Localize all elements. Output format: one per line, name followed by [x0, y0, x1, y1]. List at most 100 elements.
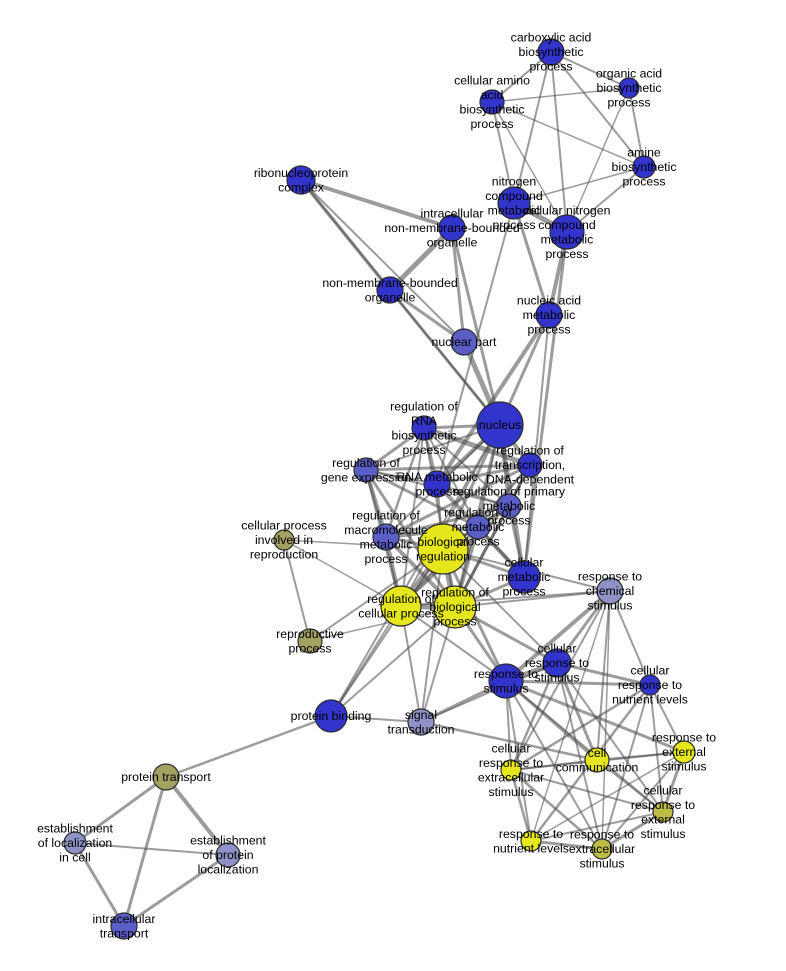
node-nucleus[interactable] [476, 401, 524, 449]
node-circle-reproductive-process[interactable] [297, 628, 323, 654]
node-cellular-process-involved-in-reproduction[interactable] [273, 529, 295, 551]
edge-regulation-of-transcription-dna-dependent--regulation-of-macromolecule-metabolic-process [384, 463, 532, 539]
node-circle-rna-metabolic-process[interactable] [423, 470, 451, 498]
node-reproductive-process[interactable] [297, 628, 323, 654]
edge-cell-communication--cellular-response-to-external-stimulus [596, 759, 664, 813]
node-circle-nucleus[interactable] [476, 401, 524, 449]
node-nucleic-acid-metabolic-process[interactable] [535, 301, 563, 329]
node-response-to-nutrient-levels[interactable] [520, 830, 542, 852]
node-circle-response-to-nutrient-levels[interactable] [520, 830, 542, 852]
node-regulation-of-metabolic-process[interactable] [465, 514, 491, 540]
edge-signal-transduction--cell-communication [419, 720, 599, 762]
node-circle-response-to-chemical-stimulus[interactable] [596, 577, 624, 605]
node-signal-transduction[interactable] [407, 708, 435, 736]
edge-organic-acid-biosynthetic-process--cellular-nitrogen-compound-metabolic-process [566, 87, 630, 233]
node-non-membrane-bounded-organelle[interactable] [376, 276, 404, 304]
node-cellular-response-to-external-stimulus[interactable] [652, 801, 674, 823]
node-circle-nitrogen-compound-metabolic-process[interactable] [497, 186, 531, 220]
node-regulation-of-primary-metabolic-process[interactable] [496, 493, 522, 519]
node-response-to-external-stimulus[interactable] [672, 740, 696, 764]
node-regulation-of-transcription-dna-dependent[interactable] [517, 452, 543, 478]
node-circle-establishment-of-protein-localization[interactable] [215, 842, 241, 868]
node-regulation-of-gene-expression[interactable] [353, 457, 379, 483]
node-circle-regulation-of-macromolecule-metabolic-process[interactable] [372, 523, 400, 551]
node-circle-response-to-stimulus[interactable] [488, 663, 524, 699]
edge-cellular-response-to-nutrient-levels--cellular-response-to-extracellular-stimulus [509, 683, 652, 772]
node-circle-cellular-response-to-stimulus[interactable] [542, 648, 572, 678]
node-circle-response-to-extracellular-stimulus[interactable] [591, 838, 613, 860]
node-circle-ribonucleoprotein-complex[interactable] [286, 165, 316, 195]
node-response-to-stimulus[interactable] [488, 663, 524, 699]
node-circle-cellular-nitrogen-compound-metabolic-process[interactable] [549, 214, 585, 250]
node-cellular-response-to-stimulus[interactable] [542, 648, 572, 678]
node-circle-establishment-of-localization-in-cell[interactable] [63, 831, 87, 855]
node-circle-carboxylic-acid-biosynthetic-process[interactable] [537, 38, 565, 66]
node-circle-regulation-of-primary-metabolic-process[interactable] [496, 493, 522, 519]
node-establishment-of-protein-localization[interactable] [215, 842, 241, 868]
edge-cellular-response-to-extracellular-stimulus--response-to-nutrient-levels [509, 768, 533, 843]
edge-response-to-stimulus--regulation-of-cellular-process [400, 605, 507, 682]
node-circle-protein-binding[interactable] [314, 699, 348, 733]
node-circle-response-to-external-stimulus[interactable] [672, 740, 696, 764]
node-cellular-amino-acid-biosynthetic-process[interactable] [479, 89, 505, 115]
node-circle-regulation-of-biological-process[interactable] [433, 585, 477, 629]
node-circle-cellular-amino-acid-biosynthetic-process[interactable] [479, 89, 505, 115]
node-circle-regulation-of-metabolic-process[interactable] [465, 514, 491, 540]
node-cellular-nitrogen-compound-metabolic-process[interactable] [549, 214, 585, 250]
node-circle-cell-communication[interactable] [584, 747, 610, 773]
node-rna-metabolic-process[interactable] [423, 470, 451, 498]
node-regulation-of-biological-process[interactable] [433, 585, 477, 629]
node-response-to-extracellular-stimulus[interactable] [591, 838, 613, 860]
node-cell-communication[interactable] [584, 747, 610, 773]
node-ribonucleoprotein-complex[interactable] [286, 165, 316, 195]
node-circle-regulation-of-rna-biosynthetic-process[interactable] [411, 415, 437, 441]
node-protein-binding[interactable] [314, 699, 348, 733]
node-organic-acid-biosynthetic-process[interactable] [618, 77, 640, 99]
edge-amine-biosynthetic-process--nitrogen-compound-metabolic-process [513, 166, 645, 204]
node-circle-cellular-response-to-extracellular-stimulus[interactable] [500, 759, 522, 781]
node-establishment-of-localization-in-cell[interactable] [63, 831, 87, 855]
edge-response-to-nutrient-levels--response-to-extracellular-stimulus [529, 839, 604, 851]
node-circle-intracellular-non-membrane-bounded-organelle[interactable] [438, 214, 466, 242]
node-circle-cellular-response-to-nutrient-levels[interactable] [639, 674, 661, 696]
node-cellular-metabolic-process[interactable] [507, 560, 541, 594]
edge-response-to-chemical-stimulus--response-to-stimulus [504, 589, 612, 683]
node-circle-organic-acid-biosynthetic-process[interactable] [618, 77, 640, 99]
node-circle-biological-regulation[interactable] [417, 523, 469, 575]
edge-establishment-of-localization-in-cell--establishment-of-protein-localization [74, 842, 229, 856]
node-protein-transport[interactable] [152, 763, 180, 791]
node-circle-nuclear-part[interactable] [450, 328, 478, 356]
node-nuclear-part[interactable] [450, 328, 478, 356]
node-circle-cellular-process-involved-in-reproduction[interactable] [273, 529, 295, 551]
node-intracellular-non-membrane-bounded-organelle[interactable] [438, 214, 466, 242]
node-cellular-response-to-nutrient-levels[interactable] [639, 674, 661, 696]
node-circle-nucleic-acid-metabolic-process[interactable] [535, 301, 563, 329]
node-circle-regulation-of-cellular-process[interactable] [380, 585, 422, 627]
node-regulation-of-macromolecule-metabolic-process[interactable] [372, 523, 400, 551]
node-circle-regulation-of-transcription-dna-dependent[interactable] [517, 452, 543, 478]
edge-response-to-external-stimulus--response-to-extracellular-stimulus [601, 751, 685, 850]
node-biological-regulation[interactable] [417, 523, 469, 575]
node-regulation-of-rna-biosynthetic-process[interactable] [411, 415, 437, 441]
node-circle-cellular-response-to-external-stimulus[interactable] [652, 801, 674, 823]
node-circle-protein-transport[interactable] [152, 763, 180, 791]
node-amine-biosynthetic-process[interactable] [632, 155, 656, 179]
node-circle-signal-transduction[interactable] [407, 708, 435, 736]
edge-cellular-response-to-stimulus--biological-regulation [442, 548, 558, 664]
node-carboxylic-acid-biosynthetic-process[interactable] [537, 38, 565, 66]
edge-response-to-chemical-stimulus--regulation-of-biological-process [454, 590, 611, 608]
node-cellular-response-to-extracellular-stimulus[interactable] [500, 759, 522, 781]
edge-regulation-of-transcription-dna-dependent--rna-metabolic-process [435, 463, 532, 486]
edge-protein-binding--regulation-of-biological-process [330, 606, 456, 717]
node-intracellular-transport[interactable] [110, 912, 138, 940]
node-response-to-chemical-stimulus[interactable] [596, 577, 624, 605]
node-circle-cellular-metabolic-process[interactable] [507, 560, 541, 594]
edge-nitrogen-compound-metabolic-process--nucleic-acid-metabolic-process [512, 201, 551, 317]
node-regulation-of-cellular-process[interactable] [380, 585, 422, 627]
node-nitrogen-compound-metabolic-process[interactable] [497, 186, 531, 220]
node-circle-amine-biosynthetic-process[interactable] [632, 155, 656, 179]
node-circle-intracellular-transport[interactable] [110, 912, 138, 940]
edge-intracellular-non-membrane-bounded-organelle--nuclear-part [450, 226, 466, 344]
node-circle-regulation-of-gene-expression[interactable] [353, 457, 379, 483]
node-circle-non-membrane-bounded-organelle[interactable] [376, 276, 404, 304]
